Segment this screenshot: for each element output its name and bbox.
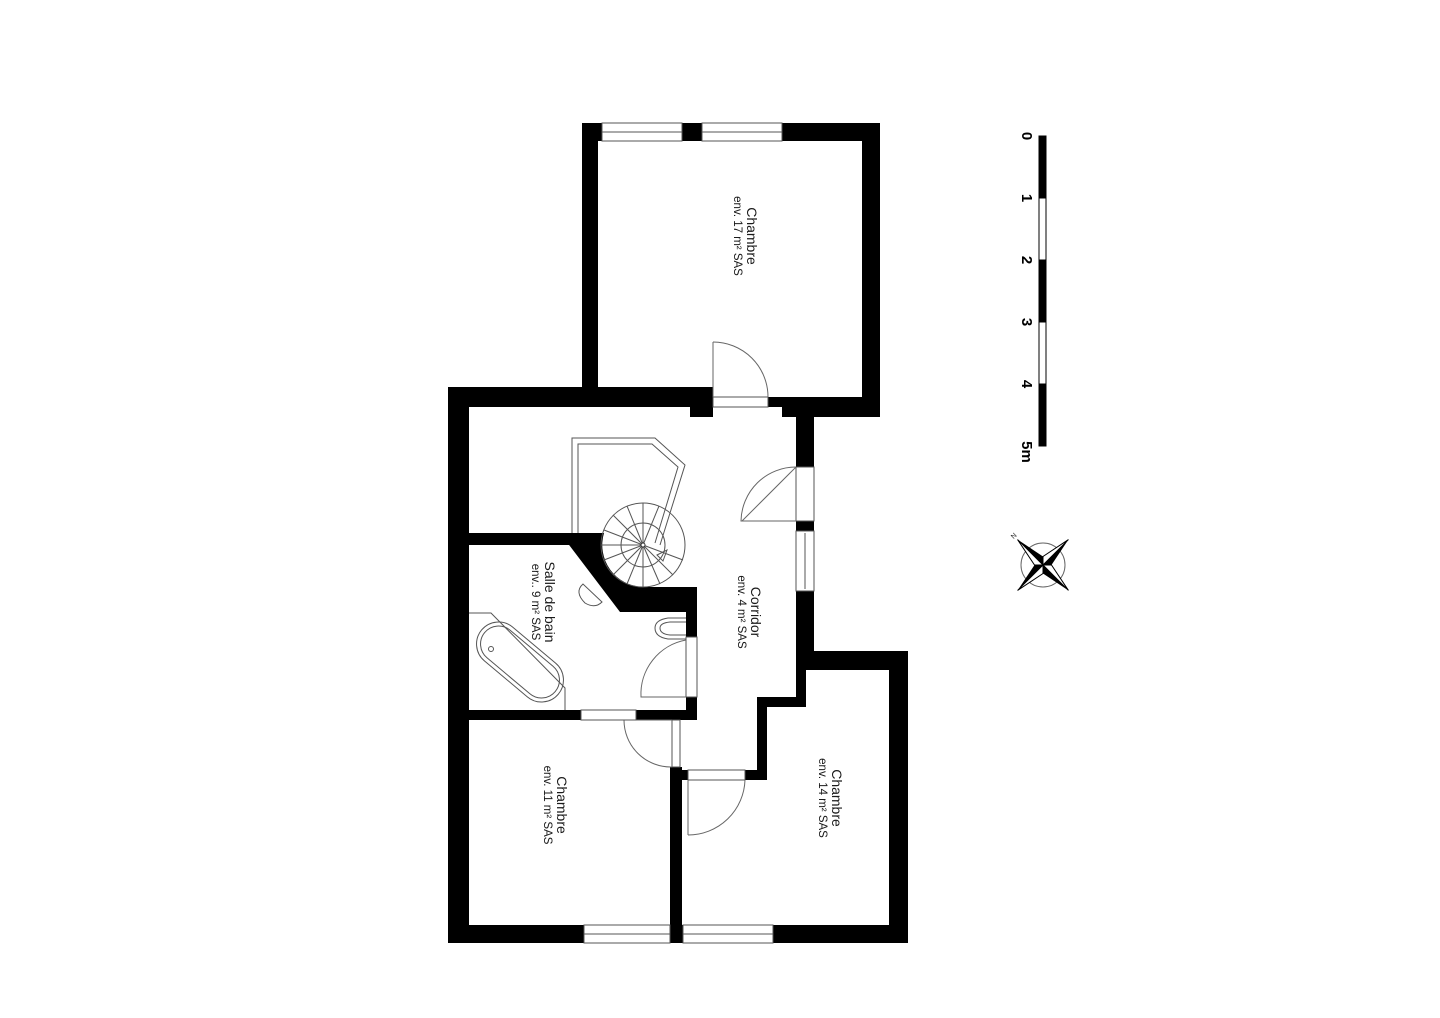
room-area: env. 14 m² SAS <box>816 758 828 838</box>
wall <box>582 123 598 405</box>
door-bedroom-14 <box>687 769 746 836</box>
wall <box>686 587 697 637</box>
wall <box>670 767 682 943</box>
wall <box>768 397 798 407</box>
wall <box>773 925 908 943</box>
window <box>701 122 783 142</box>
scale-tick: 5m <box>1018 441 1035 463</box>
bathtub-icon <box>476 621 564 703</box>
wall <box>560 533 697 612</box>
scale-bar: 0 1 2 3 4 5m <box>1018 132 1047 463</box>
room-name: Salle de bain <box>542 562 558 643</box>
compass-north-label: N <box>1010 532 1019 541</box>
room-label-chambre-14: Chambre env. 14 m² SAS <box>816 758 845 838</box>
door-bathroom <box>640 636 698 698</box>
bathtub-drain <box>488 646 494 652</box>
wall <box>803 651 908 670</box>
walls <box>448 123 908 943</box>
wall <box>670 770 688 780</box>
wall <box>582 123 602 141</box>
room-area: env. 11 m² SAS <box>541 766 553 845</box>
wall <box>690 397 713 417</box>
door-bedroom-11 <box>623 719 681 768</box>
window <box>583 924 671 944</box>
wall <box>448 925 584 943</box>
door-top-bedroom <box>712 341 769 408</box>
door-corridor-right <box>740 466 815 522</box>
room-name: Chambre <box>554 776 570 834</box>
room-name: Chambre <box>744 207 760 265</box>
compass-rose-icon: N <box>1010 532 1069 591</box>
windows <box>583 122 815 944</box>
wall <box>796 651 806 706</box>
toilet-icon <box>654 617 686 640</box>
wall <box>765 697 806 707</box>
window <box>601 122 683 142</box>
sink-icon <box>578 583 603 607</box>
wall <box>448 387 469 943</box>
wall <box>796 521 814 531</box>
room-label-chambre-11: Chambre env. 11 m² SAS <box>541 766 570 845</box>
scale-tick: 1 <box>1018 194 1035 202</box>
wall <box>889 651 908 943</box>
wall <box>636 710 697 720</box>
scale-tick: 3 <box>1018 318 1035 326</box>
bath-door-frame <box>580 709 637 721</box>
scale-tick: 0 <box>1018 132 1035 140</box>
room-area: env. 17 m² SAS <box>731 196 743 276</box>
scale-tick: 4 <box>1018 380 1035 389</box>
window <box>682 924 774 944</box>
wall <box>796 591 814 661</box>
bathtub-surround <box>469 612 566 710</box>
window <box>795 530 815 592</box>
wall <box>782 123 880 141</box>
wall <box>670 710 682 720</box>
scale-tick: 2 <box>1018 256 1035 264</box>
room-area: env. 4 m² SAS <box>735 575 747 649</box>
room-label-chambre-17: Chambre env. 17 m² SAS <box>731 196 760 276</box>
room-name: Corridor <box>748 587 764 638</box>
bathroom-fixtures <box>469 583 686 710</box>
wall <box>448 387 713 407</box>
wall <box>862 123 880 417</box>
spiral-staircase <box>571 437 686 588</box>
room-area: env.. 9 m² SAS <box>529 564 541 641</box>
room-name: Chambre <box>829 769 845 827</box>
stair-direction-arrow-icon <box>656 548 668 562</box>
wall <box>469 533 572 545</box>
doors <box>580 341 815 836</box>
wall <box>796 407 814 467</box>
wall <box>745 770 767 780</box>
wall <box>757 697 767 780</box>
wall <box>682 123 702 141</box>
room-label-corridor: Corridor env. 4 m² SAS <box>735 575 764 649</box>
wall <box>686 697 697 719</box>
stair-pole <box>640 542 646 548</box>
room-labels: Chambre env. 17 m² SAS Corridor env. 4 m… <box>529 196 845 845</box>
room-label-salle-de-bain: Salle de bain env.. 9 m² SAS <box>529 562 558 643</box>
wall <box>469 710 581 720</box>
